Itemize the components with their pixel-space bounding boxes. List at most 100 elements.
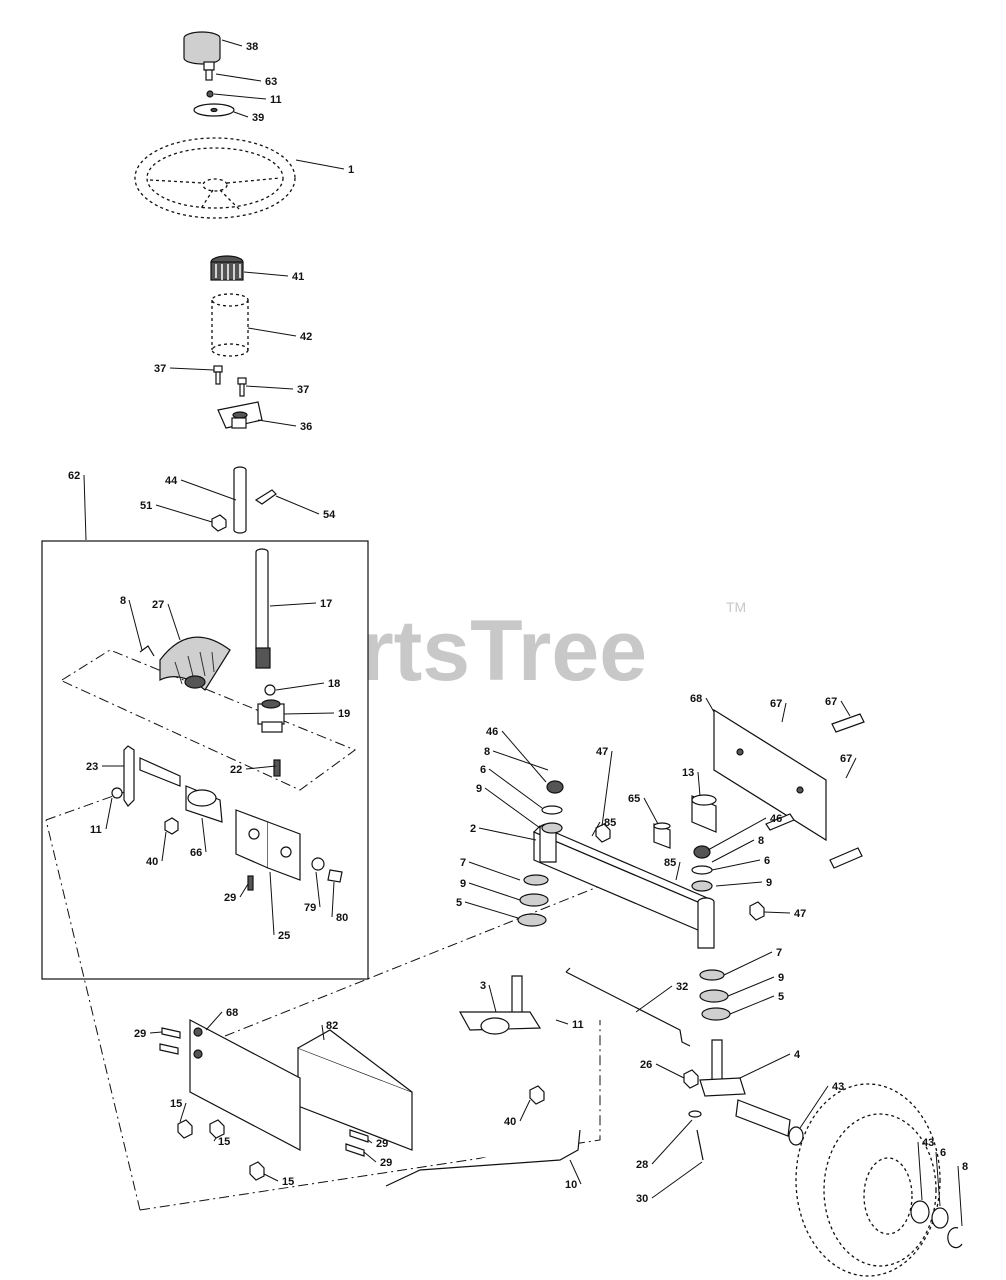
leader-c54 xyxy=(275,495,320,515)
leader-c8d xyxy=(957,1165,963,1227)
callout-c8c: 8 xyxy=(758,835,764,847)
bracket-25 xyxy=(235,809,301,881)
leader-c11a xyxy=(213,93,267,100)
steering-bracket-82 xyxy=(297,1029,413,1151)
leader-c29d xyxy=(363,1151,377,1163)
pinion-housing-19 xyxy=(257,699,285,733)
callout-c11c: 11 xyxy=(572,1019,584,1031)
column-bushing-cover xyxy=(211,293,249,357)
leader-c44 xyxy=(180,479,237,501)
leader-c37b xyxy=(245,385,294,390)
leader-c2 xyxy=(478,827,537,841)
leader-c11c xyxy=(555,1019,569,1025)
leader-c13 xyxy=(697,771,701,797)
washer-79 xyxy=(311,857,325,871)
callout-c2: 2 xyxy=(470,823,476,835)
leader-c26 xyxy=(655,1063,685,1079)
nut-40a xyxy=(164,817,179,835)
leader-c67a xyxy=(781,702,787,723)
bushings-left-spindle xyxy=(517,780,564,927)
callout-c80: 80 xyxy=(336,912,348,924)
callout-c6a: 6 xyxy=(480,764,486,776)
callout-c8d: 8 xyxy=(962,1161,968,1173)
callout-c42: 42 xyxy=(300,331,312,343)
callout-c47b: 47 xyxy=(794,908,806,920)
spindle-left-3 xyxy=(458,975,542,1035)
bushing-66 xyxy=(185,785,223,823)
callout-c43b: 43 xyxy=(922,1137,934,1149)
leader-c79 xyxy=(315,871,321,908)
callout-c39: 39 xyxy=(252,112,264,124)
callout-c29b: 29 xyxy=(134,1028,146,1040)
leader-c6b xyxy=(711,859,761,871)
washer-11b xyxy=(111,787,123,799)
screw-22 xyxy=(273,759,281,777)
leader-c28 xyxy=(651,1119,693,1165)
side-bracket-68 xyxy=(189,1019,301,1151)
callout-c22: 22 xyxy=(230,764,242,776)
bolt-54 xyxy=(254,489,277,505)
hex-nut-51 xyxy=(211,514,227,532)
leader-c17 xyxy=(269,602,317,607)
leader-c25 xyxy=(269,871,275,936)
callout-c5b: 5 xyxy=(778,991,784,1003)
leader-c41 xyxy=(243,271,289,277)
leader-c8a xyxy=(128,599,143,651)
leader-c68b xyxy=(205,1011,223,1031)
callout-c27: 27 xyxy=(152,599,164,611)
callout-c29d: 29 xyxy=(380,1157,392,1169)
sector-gear-27 xyxy=(159,636,231,691)
washer-28 xyxy=(688,1110,702,1118)
leader-c22 xyxy=(245,765,277,770)
leader-c6a xyxy=(488,768,543,809)
callout-c79: 79 xyxy=(304,902,316,914)
leader-c85a xyxy=(591,821,601,837)
callout-c25: 25 xyxy=(278,930,290,942)
leader-c82 xyxy=(321,1024,325,1041)
callout-c7b: 7 xyxy=(776,947,782,959)
screws-29 xyxy=(159,1027,369,1157)
axle-beam-2 xyxy=(532,823,715,949)
leader-c15a xyxy=(179,1102,187,1123)
callout-c46b: 46 xyxy=(770,813,782,825)
callout-c3: 3 xyxy=(480,980,486,992)
callout-c36: 36 xyxy=(300,421,312,433)
flange-nuts-15 xyxy=(177,1119,265,1181)
leader-c85b xyxy=(675,861,681,881)
gear-assembly-box xyxy=(41,540,369,980)
callout-c26: 26 xyxy=(640,1059,652,1071)
leader-c39 xyxy=(233,111,249,118)
leader-c38 xyxy=(221,39,243,47)
leader-c7b xyxy=(723,951,773,976)
grease-fittings-47 xyxy=(595,823,765,921)
leader-c3 xyxy=(488,984,497,1013)
callout-c11a: 11 xyxy=(270,94,282,106)
assembly-centerline xyxy=(59,649,357,791)
callout-c10: 10 xyxy=(565,1179,577,1191)
callout-c6c: 6 xyxy=(940,1147,946,1159)
leader-c18 xyxy=(275,682,325,691)
leader-c43a xyxy=(799,1085,829,1129)
callout-c51: 51 xyxy=(140,500,152,512)
gear-shaft-23 xyxy=(123,745,181,807)
leader-c63 xyxy=(215,73,262,82)
leader-c11b xyxy=(105,797,113,830)
drag-link-32 xyxy=(565,967,691,1047)
callout-c63: 63 xyxy=(265,76,277,88)
callout-c29a: 29 xyxy=(224,892,236,904)
callout-c9d: 9 xyxy=(778,972,784,984)
steering-adapter-gear xyxy=(210,255,244,281)
callout-c13: 13 xyxy=(682,767,694,779)
leader-c43b xyxy=(917,1141,923,1201)
leader-c65 xyxy=(643,797,659,825)
leader-c46b xyxy=(707,817,767,851)
leader-c29a xyxy=(239,883,249,898)
callout-c66: 66 xyxy=(190,847,202,859)
callout-c18: 18 xyxy=(328,678,340,690)
callout-c23: 23 xyxy=(86,761,98,773)
nut-40b xyxy=(529,1085,545,1105)
washers-43 xyxy=(788,1126,949,1229)
washer-39 xyxy=(193,103,235,117)
frame-bolts-67 xyxy=(765,713,865,869)
bushing-bolts xyxy=(213,365,247,397)
